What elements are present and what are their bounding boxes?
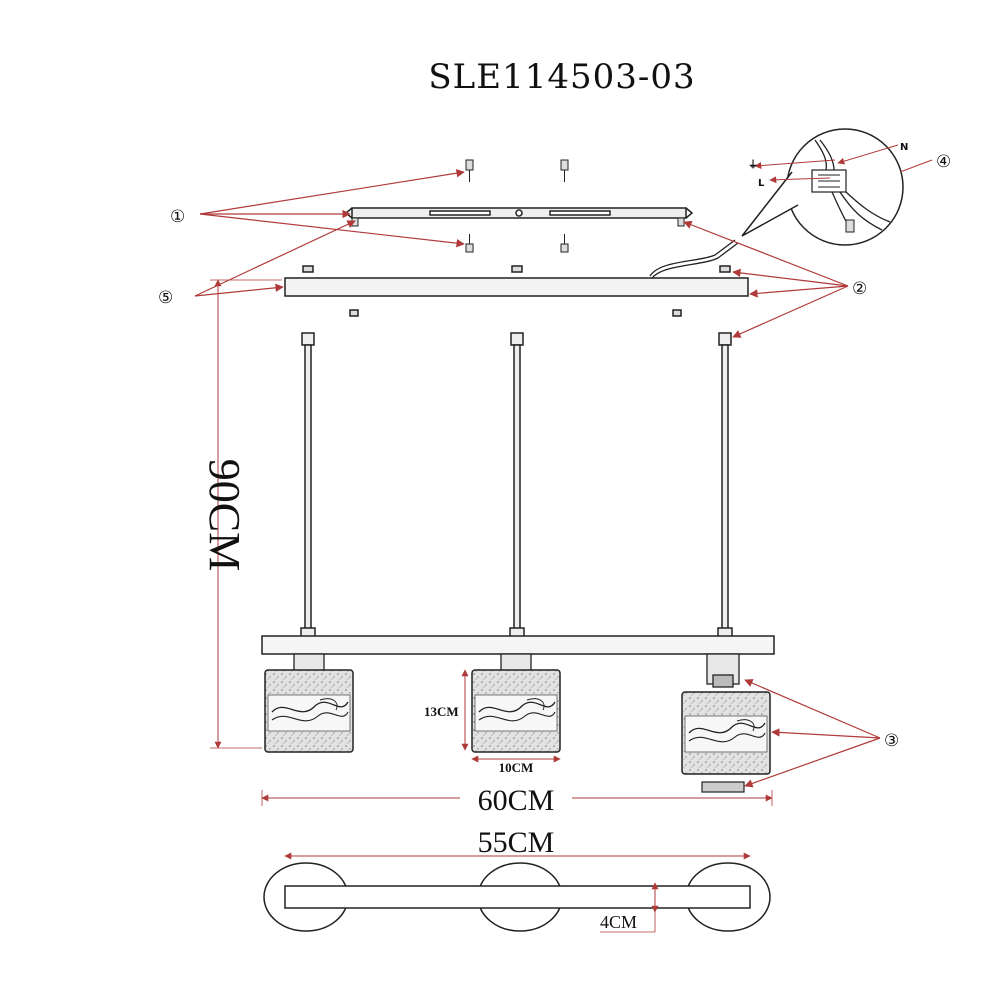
canopy-length-dimension: 55CM — [284, 826, 751, 860]
bar-length-label: 60CM — [478, 784, 555, 817]
callout-5: ⑤ — [158, 288, 173, 308]
wire-connector — [845, 219, 855, 233]
drawing-title: SLE114503-03 — [428, 57, 695, 97]
shade-right-exploded — [681, 691, 771, 793]
screw-bottom-right — [560, 234, 569, 253]
neutral-label: N — [900, 142, 908, 153]
shade-height-dimension: 13CM — [424, 669, 469, 751]
callout-4-leader — [899, 159, 933, 173]
suspension-rods — [300, 332, 733, 639]
neutral-leader — [837, 144, 899, 165]
lamp-holders — [293, 653, 740, 688]
shade-middle — [471, 669, 561, 753]
canopy-width-label: 4CM — [600, 912, 637, 932]
screw-bottom-left — [465, 234, 474, 253]
shade-width-label: 10CM — [499, 760, 534, 775]
callout-1: ① — [170, 207, 185, 227]
screw-top-left — [465, 159, 474, 182]
bar-length-dimension: 60CM — [261, 784, 773, 817]
shade-left — [264, 669, 354, 753]
live-label: L — [758, 178, 765, 189]
height-dimension: 90CM — [200, 279, 282, 749]
height-label: 90CM — [200, 459, 249, 571]
callout-leaders — [194, 169, 881, 788]
canopy-top-view — [263, 862, 771, 932]
plate-stud-right — [677, 217, 685, 227]
shade-ring — [701, 781, 745, 793]
callout-3: ③ — [884, 731, 899, 751]
lamp-bar — [261, 635, 775, 655]
shade-height-label: 13CM — [424, 704, 459, 719]
canopy-length-label: 55CM — [478, 826, 555, 859]
callout-2: ② — [852, 279, 867, 299]
canopy-bar — [284, 265, 749, 317]
wiring-detail — [741, 128, 904, 246]
callout-4: ④ — [936, 152, 951, 172]
mounting-plate — [344, 207, 694, 219]
supply-wires — [649, 239, 739, 279]
screws — [351, 159, 685, 253]
live-leader — [769, 176, 831, 184]
screw-top-right — [560, 159, 569, 182]
earth-leader — [754, 159, 836, 170]
canopy-width-dimension: 4CM — [600, 882, 659, 933]
shade-width-dimension: 10CM — [471, 755, 561, 775]
earth-symbol: ⏚ — [748, 159, 758, 171]
